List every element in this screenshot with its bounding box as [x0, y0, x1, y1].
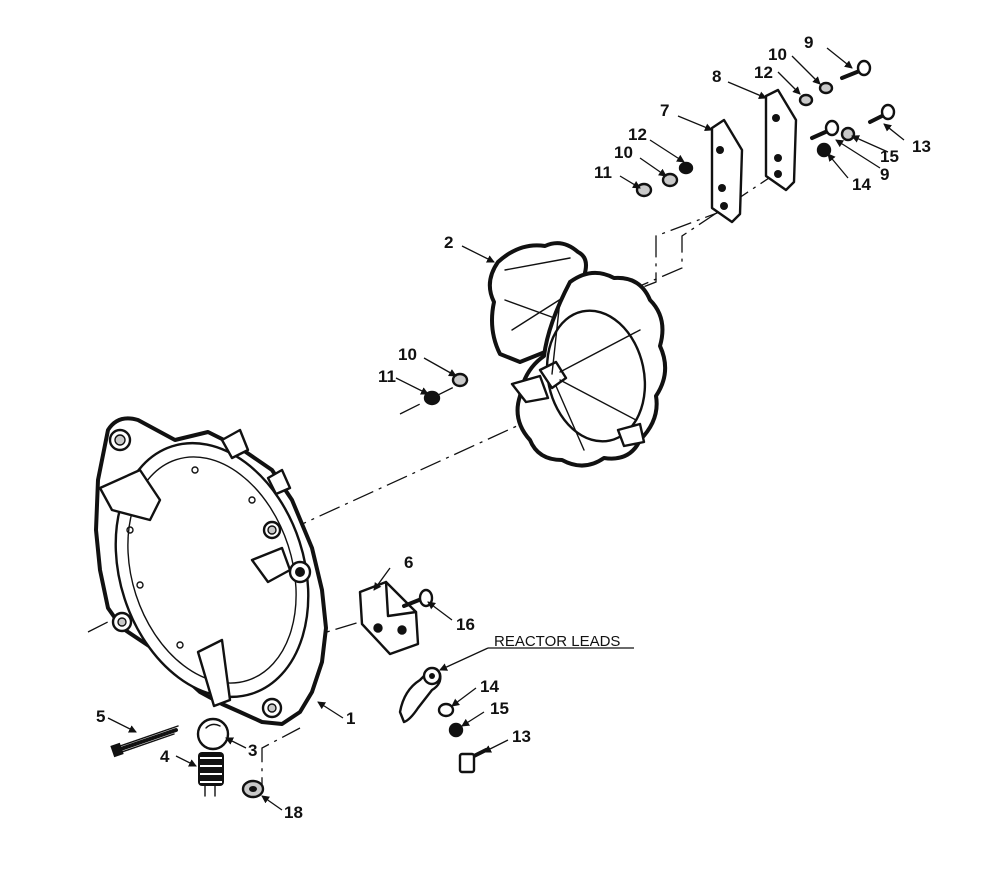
bracket-6 [358, 580, 420, 656]
callout-7: 7 [660, 101, 669, 120]
callout-10-left: 10 [614, 143, 633, 162]
callout-3: 3 [248, 741, 257, 760]
callout-6: 6 [404, 553, 413, 572]
callout-9-right: 9 [880, 165, 889, 184]
callout-12-left: 12 [628, 125, 647, 144]
callout-13-bottom: 13 [512, 727, 531, 746]
screw-16 [402, 588, 434, 608]
hex-nut-18 [241, 779, 265, 799]
callout-2: 2 [444, 233, 453, 252]
callout-labels: 9 10 12 8 7 12 10 11 13 15 9 14 2 10 11 … [96, 33, 931, 822]
callout-15-top: 15 [880, 147, 899, 166]
long-bolt [110, 725, 179, 758]
callout-12-top: 12 [754, 63, 773, 82]
callout-13-top: 13 [912, 137, 931, 156]
callout-15-bottom: 15 [490, 699, 509, 718]
callout-10-mid: 10 [398, 345, 417, 364]
lower-hardware [437, 702, 488, 774]
callout-14-top: 14 [852, 175, 871, 194]
spring-part [198, 752, 224, 797]
callout-9-top: 9 [804, 33, 813, 52]
callout-5: 5 [96, 707, 105, 726]
fan-impeller [487, 241, 668, 468]
callout-8: 8 [712, 67, 721, 86]
callout-18: 18 [284, 803, 303, 822]
callout-14-bottom: 14 [480, 677, 499, 696]
callout-4: 4 [160, 747, 170, 766]
callout-16: 16 [456, 615, 475, 634]
ball-part [196, 717, 230, 751]
strap-8 [764, 88, 798, 192]
callout-11-mid: 11 [378, 367, 396, 386]
leader-lines [107, 47, 905, 811]
upper-hardware [423, 59, 896, 406]
callout-10-top: 10 [768, 45, 787, 64]
callout-1: 1 [346, 709, 355, 728]
callout-11-top: 11 [594, 163, 612, 182]
strap-7 [710, 118, 744, 224]
housing-ring [94, 416, 328, 726]
reactor-leads-label: REACTOR LEADS [494, 633, 620, 650]
reactor-lead-terminal [398, 666, 442, 724]
